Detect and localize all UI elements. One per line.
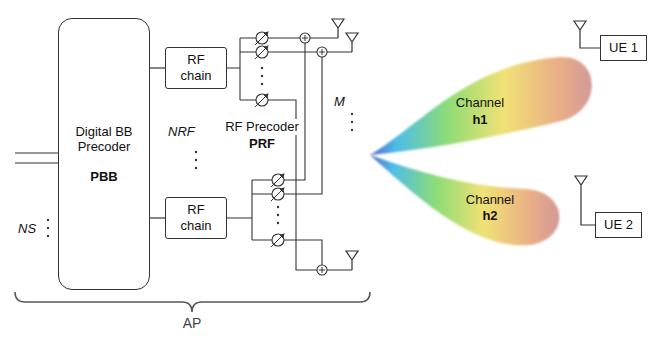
- connector-line: [150, 217, 165, 218]
- stream-lines: [15, 153, 58, 163]
- rf-chain-box: RF chain: [165, 47, 227, 88]
- adder-symbol: [300, 33, 310, 43]
- precoder-box: Digital BB PrecoderPBB: [58, 18, 150, 290]
- node-text: RF chain: [174, 202, 218, 233]
- antenna-symbol: [575, 176, 587, 195]
- phase-shifter: [255, 94, 268, 107]
- beam-fill: [370, 57, 592, 155]
- beam-lobe: Channelh1: [365, 45, 610, 165]
- rf-wires: [227, 38, 352, 270]
- group-label: AP: [183, 315, 202, 332]
- matrix-symbol: PRF: [247, 136, 277, 152]
- node-text: Channel: [456, 95, 504, 111]
- stream-count: NS: [18, 221, 36, 237]
- node-text: Digital BB Precoder: [65, 124, 143, 155]
- node-text: UE 2: [604, 217, 633, 233]
- block-label: RF Precoder: [223, 119, 301, 135]
- node-text: RF chain: [174, 52, 218, 83]
- phase-shifter: [271, 174, 284, 187]
- beam-fill: [370, 155, 559, 245]
- rf-chain-count: NRF: [168, 124, 195, 140]
- node-text: Channel: [466, 192, 514, 208]
- antenna-count: M: [334, 94, 345, 110]
- node-subtext: h2: [482, 208, 497, 224]
- group-brace: [15, 292, 370, 312]
- antenna-symbol: [574, 21, 586, 40]
- beam-lobe: Channelh2: [365, 145, 575, 255]
- phase-shifter: [271, 188, 284, 201]
- user-box: UE 2: [595, 212, 642, 238]
- antenna-symbol: [346, 33, 358, 52]
- adder-symbol: [317, 265, 327, 275]
- phase-shifter: [255, 46, 268, 59]
- phase-shifter: [271, 234, 284, 247]
- node-subtext: h1: [472, 112, 487, 128]
- phase-shifter: [255, 32, 268, 45]
- antenna-symbol: [332, 19, 344, 38]
- node-subtext: PBB: [90, 169, 117, 185]
- user-box: UE 1: [600, 35, 647, 61]
- node-text: UE 1: [609, 40, 638, 56]
- antenna-symbol: [346, 251, 358, 270]
- adder-symbol: [317, 47, 327, 57]
- connector-line: [150, 67, 165, 68]
- rf-chain-box: RF chain: [165, 197, 227, 238]
